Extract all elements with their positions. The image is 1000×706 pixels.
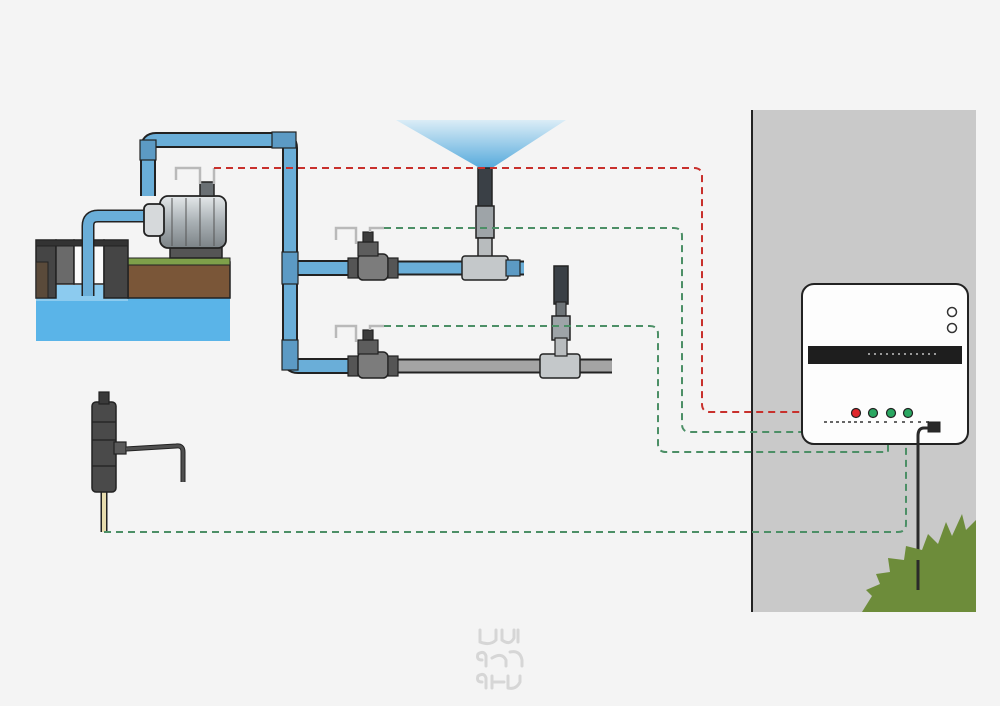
shrub: [862, 514, 976, 612]
power-cord: [916, 426, 932, 560]
sprinkler: [396, 120, 566, 281]
irrigation-controller: [801, 283, 969, 560]
wire-valve-1: [384, 227, 871, 433]
drip-riser: [539, 265, 581, 379]
terminal-zone-1: [867, 407, 879, 419]
wire-pump: [214, 167, 852, 413]
display-panel: [808, 346, 962, 364]
display-dots: [868, 353, 936, 355]
rain-sensor: [91, 391, 186, 532]
terminal-sensor: [902, 407, 914, 419]
terminal-zone-2: [885, 407, 897, 419]
wire-stubs: [174, 166, 384, 342]
solenoid-valve-2: [347, 329, 399, 379]
indicator-light-2: [946, 322, 958, 334]
wire-valve-2: [384, 325, 889, 453]
control-wires: [104, 167, 907, 533]
logo: [476, 628, 524, 690]
main-pipe: [139, 131, 352, 374]
pump: [81, 181, 227, 296]
solenoid-valve-1: [347, 231, 399, 281]
wire-sensor: [104, 414, 907, 533]
indicator-light-1: [946, 306, 958, 318]
terminal-pump: [850, 407, 862, 419]
